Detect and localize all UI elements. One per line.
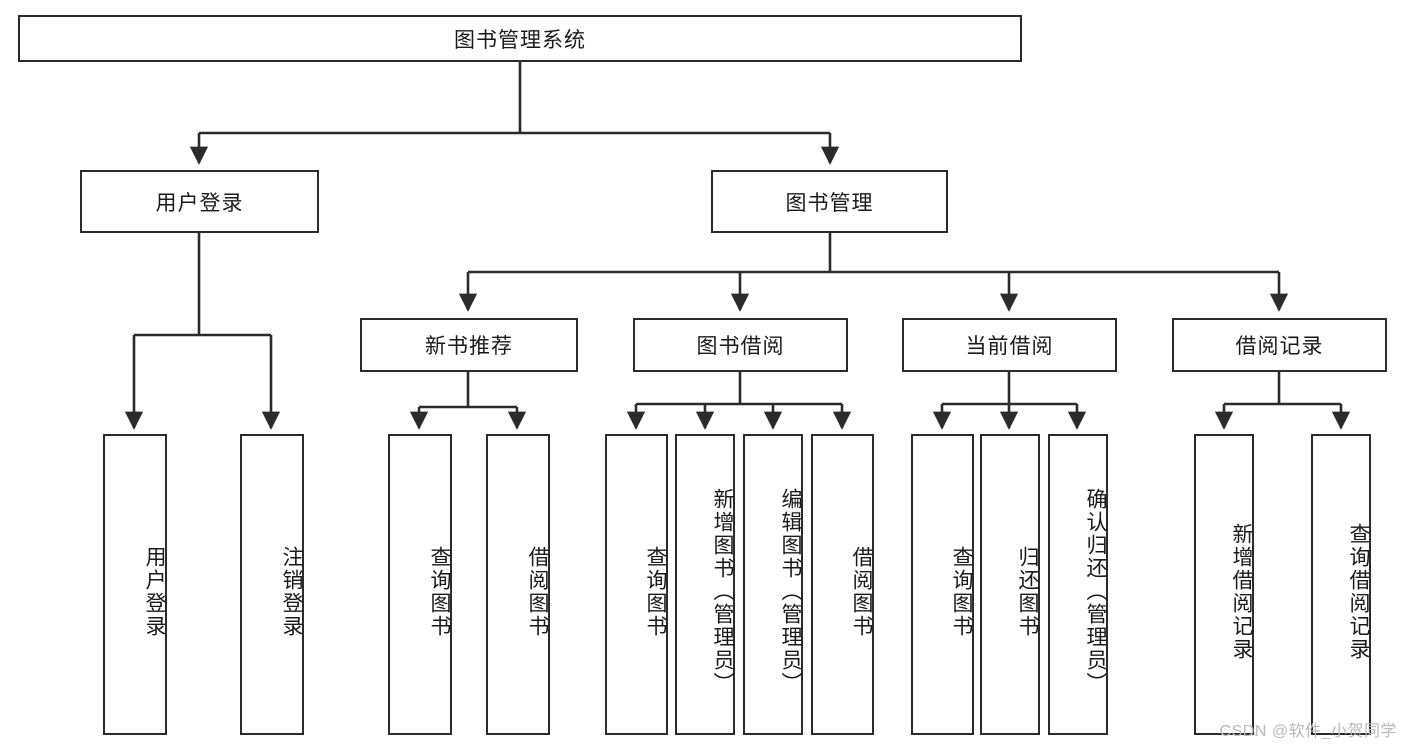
node-new-book-rec[interactable]: 新书推荐 (360, 318, 578, 372)
node-book-borrow[interactable]: 图书借阅 (633, 318, 848, 372)
node-current-borrow[interactable]: 当前借阅 (902, 318, 1117, 372)
leaf-add-book-label: 新增图书（管理员） (711, 488, 734, 695)
leaf-return-book[interactable]: 归还图书 (980, 434, 1040, 735)
node-user-login[interactable]: 用户登录 (80, 170, 319, 233)
leaf-logout-label: 注销登录 (280, 545, 303, 638)
node-borrow-record-label: 借阅记录 (1235, 335, 1324, 358)
leaf-borrow-book-1-label: 借阅图书 (526, 545, 549, 638)
leaf-add-book[interactable]: 新增图书（管理员） (675, 434, 735, 735)
leaf-return-book-label: 归还图书 (1016, 545, 1039, 638)
leaf-query-book-2[interactable]: 查询图书 (605, 434, 668, 735)
leaf-confirm-return-label: 确认归还（管理员） (1084, 488, 1107, 695)
leaf-query-book-3-label: 查询图书 (950, 545, 973, 638)
node-root[interactable]: 图书管理系统 (18, 15, 1022, 62)
node-user-login-label: 用户登录 (155, 191, 244, 215)
leaf-query-book-2-label: 查询图书 (644, 545, 667, 638)
leaf-edit-book-label: 编辑图书（管理员） (779, 488, 802, 695)
node-new-book-rec-label: 新书推荐 (425, 335, 513, 358)
leaf-logout[interactable]: 注销登录 (240, 434, 304, 735)
leaf-query-book-3[interactable]: 查询图书 (911, 434, 974, 735)
leaf-user-login[interactable]: 用户登录 (103, 434, 167, 735)
leaf-query-book-1-label: 查询图书 (428, 545, 451, 638)
node-book-manage[interactable]: 图书管理 (711, 170, 948, 233)
leaf-edit-book[interactable]: 编辑图书（管理员） (743, 434, 803, 735)
node-book-manage-label: 图书管理 (785, 191, 874, 215)
leaf-query-book-1[interactable]: 查询图书 (388, 434, 452, 735)
leaf-query-record[interactable]: 查询借阅记录 (1311, 434, 1371, 735)
leaf-borrow-book-1[interactable]: 借阅图书 (486, 434, 550, 735)
node-current-borrow-label: 当前借阅 (965, 335, 1054, 358)
leaf-add-record-label: 新增借阅记录 (1230, 522, 1253, 661)
leaf-borrow-book-2[interactable]: 借阅图书 (811, 434, 874, 735)
leaf-borrow-book-2-label: 借阅图书 (850, 545, 873, 638)
leaf-confirm-return[interactable]: 确认归还（管理员） (1048, 434, 1108, 735)
node-root-label: 图书管理系统 (454, 28, 586, 52)
node-borrow-record[interactable]: 借阅记录 (1172, 318, 1387, 372)
leaf-query-record-label: 查询借阅记录 (1347, 522, 1370, 661)
leaf-add-record[interactable]: 新增借阅记录 (1194, 434, 1254, 735)
node-book-borrow-label: 图书借阅 (696, 335, 785, 358)
leaf-user-login-label: 用户登录 (143, 545, 166, 638)
